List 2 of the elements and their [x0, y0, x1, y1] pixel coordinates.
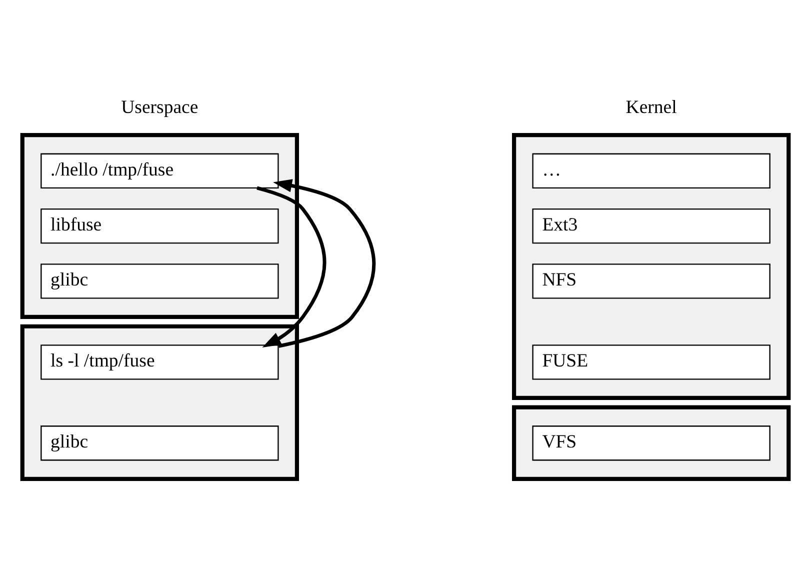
label: Kernel — [626, 97, 677, 118]
label: Userspace — [121, 97, 198, 118]
